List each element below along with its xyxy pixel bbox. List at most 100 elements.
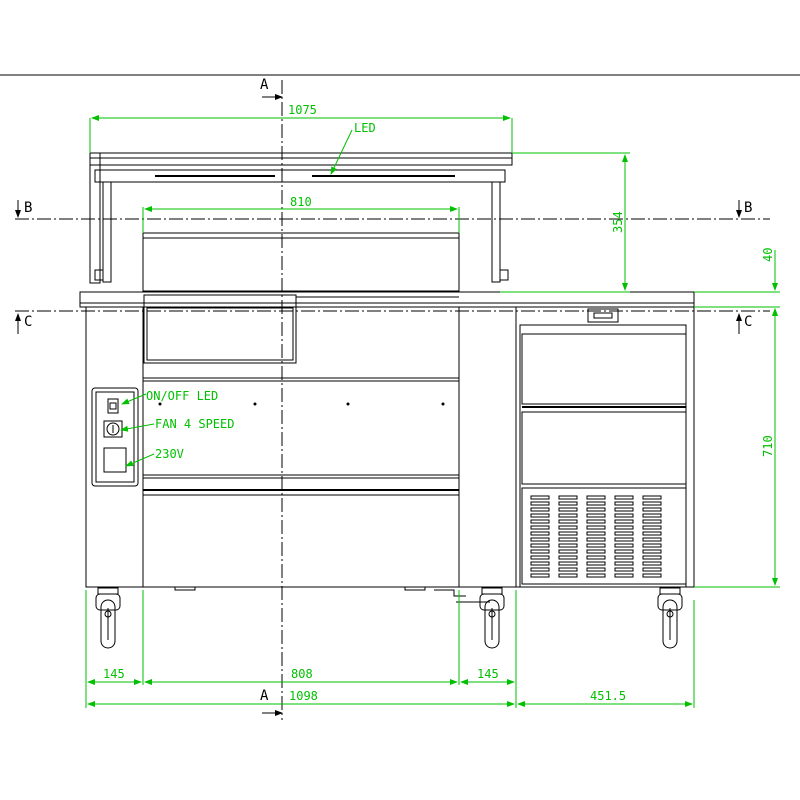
vent-slot: [642, 561, 662, 566]
vent-slot: [642, 519, 662, 524]
vent-slot: [586, 495, 606, 500]
vent-slot: [642, 507, 662, 512]
vent-slot: [558, 537, 578, 542]
vent-slot: [558, 567, 578, 572]
vent-slot: [530, 507, 550, 512]
callout-voltage: 230V: [125, 447, 184, 467]
vent-slot: [558, 525, 578, 530]
power-cable: [434, 589, 490, 603]
section-marker-a-bottom: A: [260, 688, 283, 716]
vent-grille: [521, 487, 687, 585]
dim-top-thickness: 40: [694, 248, 780, 330]
vent-slot: [642, 537, 662, 542]
dim-bottom-left-label: 145: [103, 667, 125, 681]
vent-slot: [586, 543, 606, 548]
drawer-upper: [521, 333, 687, 405]
vent-slot: [558, 555, 578, 560]
vent-slot: [558, 531, 578, 536]
vent-slot: [530, 531, 550, 536]
canopy: [89, 152, 513, 284]
vent-slot: [614, 561, 634, 566]
vent-slot: [558, 501, 578, 506]
vent-slot: [530, 525, 550, 530]
vent-slot: [530, 495, 550, 500]
vent-slot: [530, 537, 550, 542]
vent-slot: [586, 513, 606, 518]
dim-inner-top-label: 810: [290, 195, 312, 209]
section-label-a-top: A: [260, 77, 269, 93]
vent-slot: [530, 567, 550, 572]
vent-slot: [530, 555, 550, 560]
vent-slot: [530, 561, 550, 566]
main-body: [85, 306, 517, 591]
control-panel: [91, 387, 139, 487]
vent-slot: [530, 513, 550, 518]
dim-overall-top: 1075: [89, 103, 513, 153]
callout-led-label: LED: [354, 121, 376, 135]
canopy-post-right: [491, 181, 501, 283]
vent-slot: [642, 513, 662, 518]
vent-slot: [530, 519, 550, 524]
callout-fan-speed: FAN 4 SPEED: [120, 417, 234, 432]
section-label-b-left: B: [24, 200, 32, 216]
vent-slot: [614, 567, 634, 572]
vent-slot: [614, 543, 634, 548]
vent-slot: [586, 507, 606, 512]
on-off-switch-icon: [107, 398, 119, 414]
refrigerated-cabinet: [515, 306, 695, 588]
power-socket-icon: [103, 447, 127, 473]
vent-slot: [558, 543, 578, 548]
castor-wheel-icon: [95, 587, 121, 649]
section-marker-a-top: A: [260, 77, 283, 100]
vent-slot: [586, 573, 606, 578]
vent-slot: [586, 555, 606, 560]
vent-slot: [642, 555, 662, 560]
vent-slot: [614, 501, 634, 506]
pan-left: [143, 294, 297, 364]
castors: [95, 587, 683, 649]
dim-canopy-height-label: 354: [611, 211, 625, 233]
vent-slot: [614, 555, 634, 560]
callout-on-off-led-label: ON/OFF LED: [146, 389, 218, 403]
vent-slot: [642, 549, 662, 554]
vent-slot: [558, 495, 578, 500]
callout-voltage-label: 230V: [155, 447, 184, 461]
dim-bottom-center-label: 808: [291, 667, 313, 681]
vent-slot: [558, 549, 578, 554]
section-marker-b-right: B: [736, 200, 752, 218]
castor-wheel-icon: [657, 587, 683, 649]
callout-led: LED: [330, 121, 376, 175]
fan-speed-knob-icon: [106, 422, 120, 436]
display-well: [142, 232, 460, 364]
vent-slot: [614, 537, 634, 542]
vent-slot: [614, 573, 634, 578]
vent-slot: [614, 507, 634, 512]
dim-body-height: 710: [694, 308, 780, 588]
section-label-b-right: B: [744, 200, 752, 216]
dim-overall-bottom-label: 1098: [289, 689, 318, 703]
section-label-a-bottom: A: [260, 688, 269, 704]
vent-slot: [558, 561, 578, 566]
dim-body-height-label: 710: [761, 435, 775, 457]
vent-slot: [614, 549, 634, 554]
vent-slot: [586, 549, 606, 554]
vent-slot: [642, 567, 662, 572]
vent-slot: [530, 543, 550, 548]
vent-slot: [586, 525, 606, 530]
vent-slot: [530, 549, 550, 554]
vent-slot: [614, 525, 634, 530]
thermostat-display-icon: [587, 308, 619, 323]
counter-top: [79, 291, 695, 308]
vent-slot: [586, 501, 606, 506]
vent-slot: [530, 573, 550, 578]
vent-slot: [558, 573, 578, 578]
dim-inner-top: 810: [142, 195, 460, 233]
dim-canopy-height: 354: [500, 152, 630, 293]
dim-overall-bottom: 1098: [87, 689, 515, 707]
section-marker-c-left: C: [15, 313, 32, 334]
vent-slot: [614, 495, 634, 500]
vent-slot: [614, 519, 634, 524]
callout-on-off-led: ON/OFF LED: [121, 389, 218, 405]
vent-slot: [642, 501, 662, 506]
